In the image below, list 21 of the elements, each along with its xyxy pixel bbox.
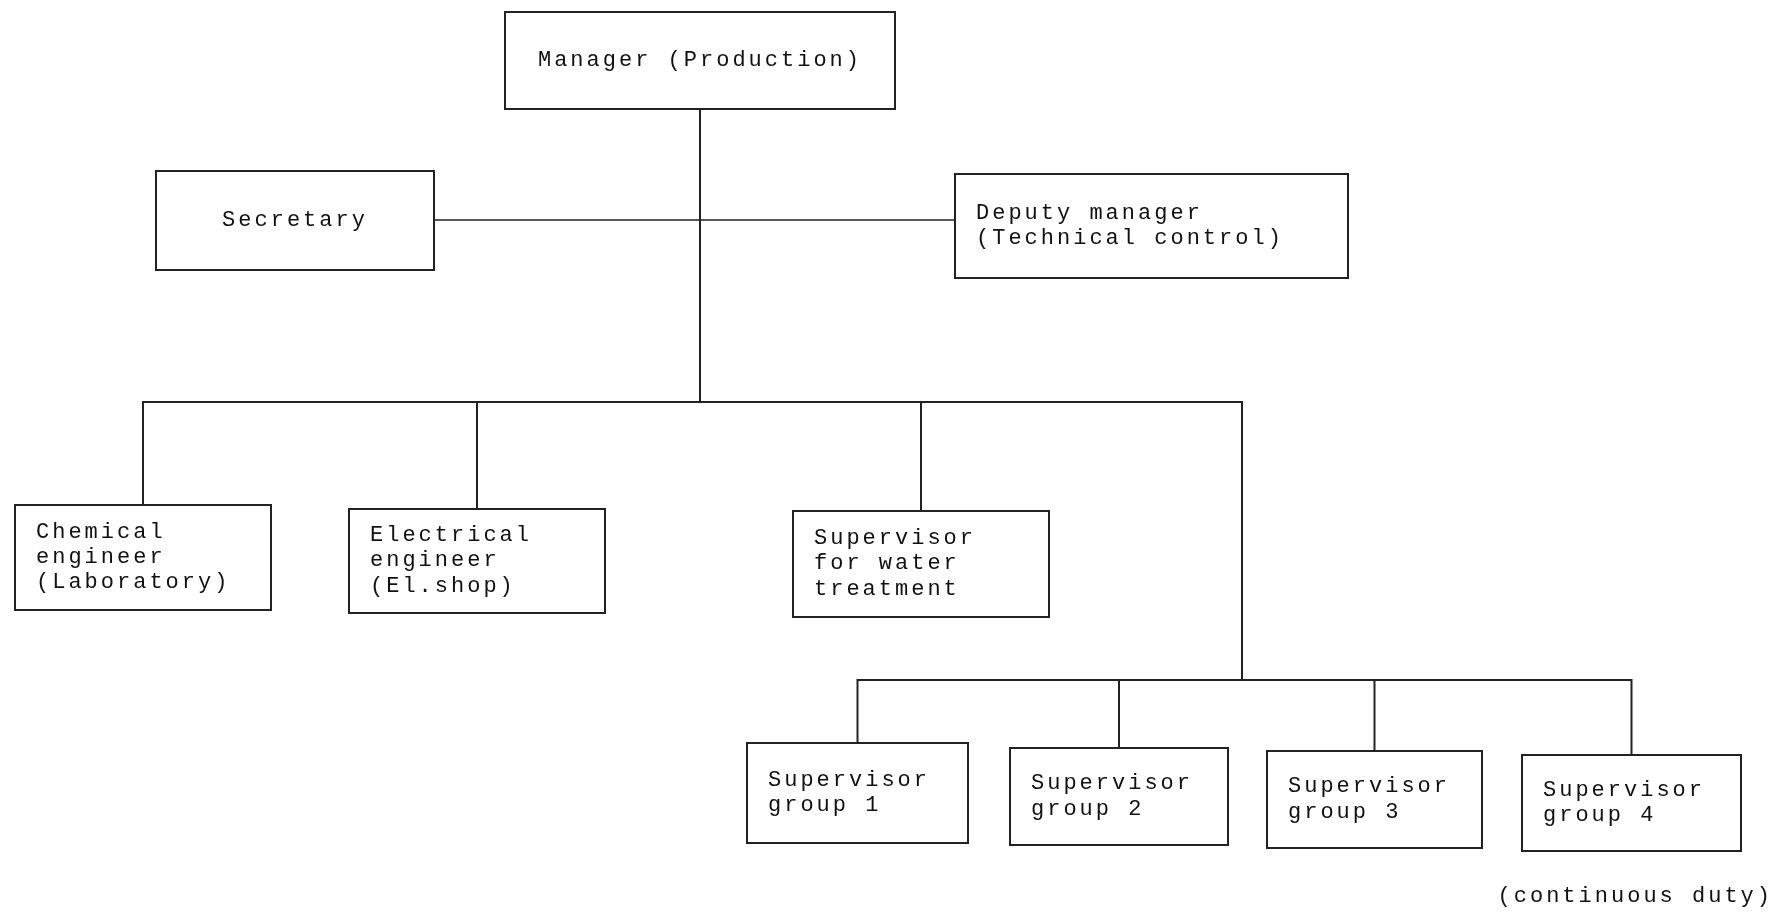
role-title: Supervisor group 4 xyxy=(1543,777,1707,829)
org-box xyxy=(954,173,1349,279)
org-box xyxy=(792,510,1050,618)
role-title: Supervisor group 2 xyxy=(1031,771,1195,822)
role-title: Chemical engineer (Laboratory) xyxy=(36,519,232,596)
org-box xyxy=(1521,754,1742,852)
org-box xyxy=(1009,747,1229,846)
role-title: Electrical engineer (El.shop) xyxy=(370,523,534,599)
role-title: Supervisor group 3 xyxy=(1288,774,1452,825)
org-box xyxy=(1266,750,1483,849)
role-title: Manager (Production) xyxy=(537,47,862,74)
org-box xyxy=(348,508,606,614)
role-title: Secretary xyxy=(222,207,368,234)
org-box xyxy=(155,170,435,271)
role-title: Supervisor group 1 xyxy=(768,767,932,819)
org-box xyxy=(746,742,969,844)
role-title: Deputy manager (Technical control) xyxy=(976,200,1285,252)
org-box xyxy=(14,504,272,611)
note-text: (continuous duty) xyxy=(1497,884,1773,909)
org-box xyxy=(504,11,896,110)
role-title: Supervisor for water treatment xyxy=(814,526,978,602)
